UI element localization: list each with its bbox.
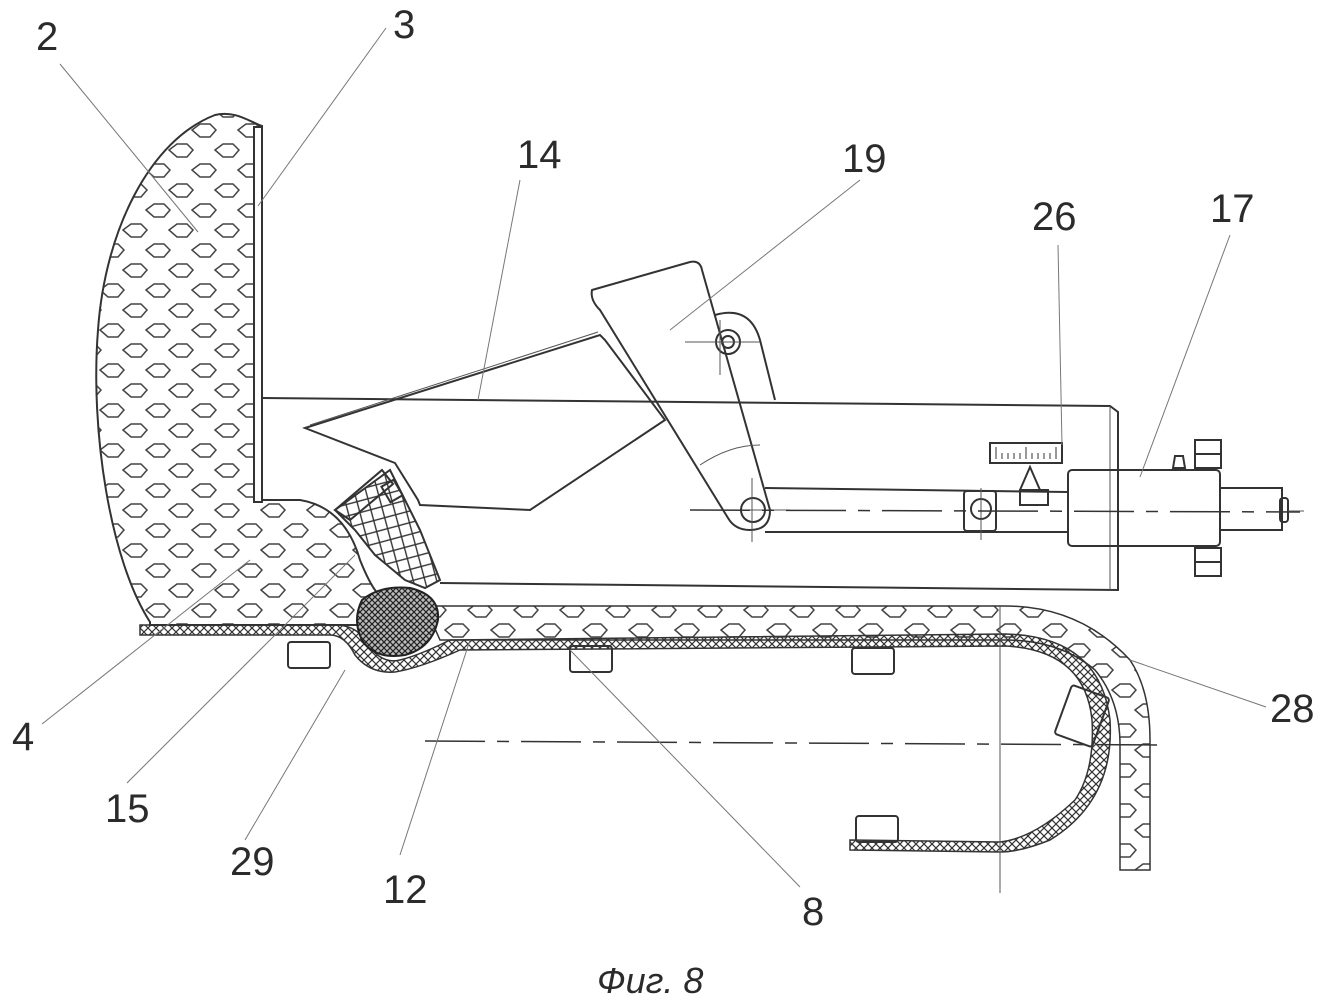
actuator-17: [1067, 439, 1304, 577]
bracket-14: [301, 333, 667, 512]
lever-19: [590, 260, 772, 532]
callout-3: 3: [393, 3, 415, 47]
callout-15: 15: [105, 787, 150, 831]
callout-26: 26: [1032, 195, 1077, 239]
callout-4: 4: [12, 715, 34, 759]
callout-28: 28: [1270, 687, 1315, 731]
grip-15: [333, 468, 442, 590]
plate-3: [253, 126, 263, 503]
ball-29: [356, 586, 440, 657]
rod: [764, 487, 1069, 533]
callout-29: 29: [230, 840, 275, 884]
leader-lines: [41, 27, 1267, 888]
figure-caption: Фиг. 8: [597, 960, 703, 1001]
scale-26: [989, 442, 1063, 506]
callout-17: 17: [1210, 187, 1255, 231]
material-mass-2: [95, 112, 402, 626]
callout-2: 2: [36, 15, 58, 59]
mesh-belt: [139, 624, 1112, 853]
callout-8: 8: [802, 890, 824, 934]
callout-19: 19: [842, 137, 887, 181]
callout-12: 12: [383, 868, 428, 912]
callout-14: 14: [517, 133, 562, 177]
frame-housing: [261, 397, 1119, 592]
